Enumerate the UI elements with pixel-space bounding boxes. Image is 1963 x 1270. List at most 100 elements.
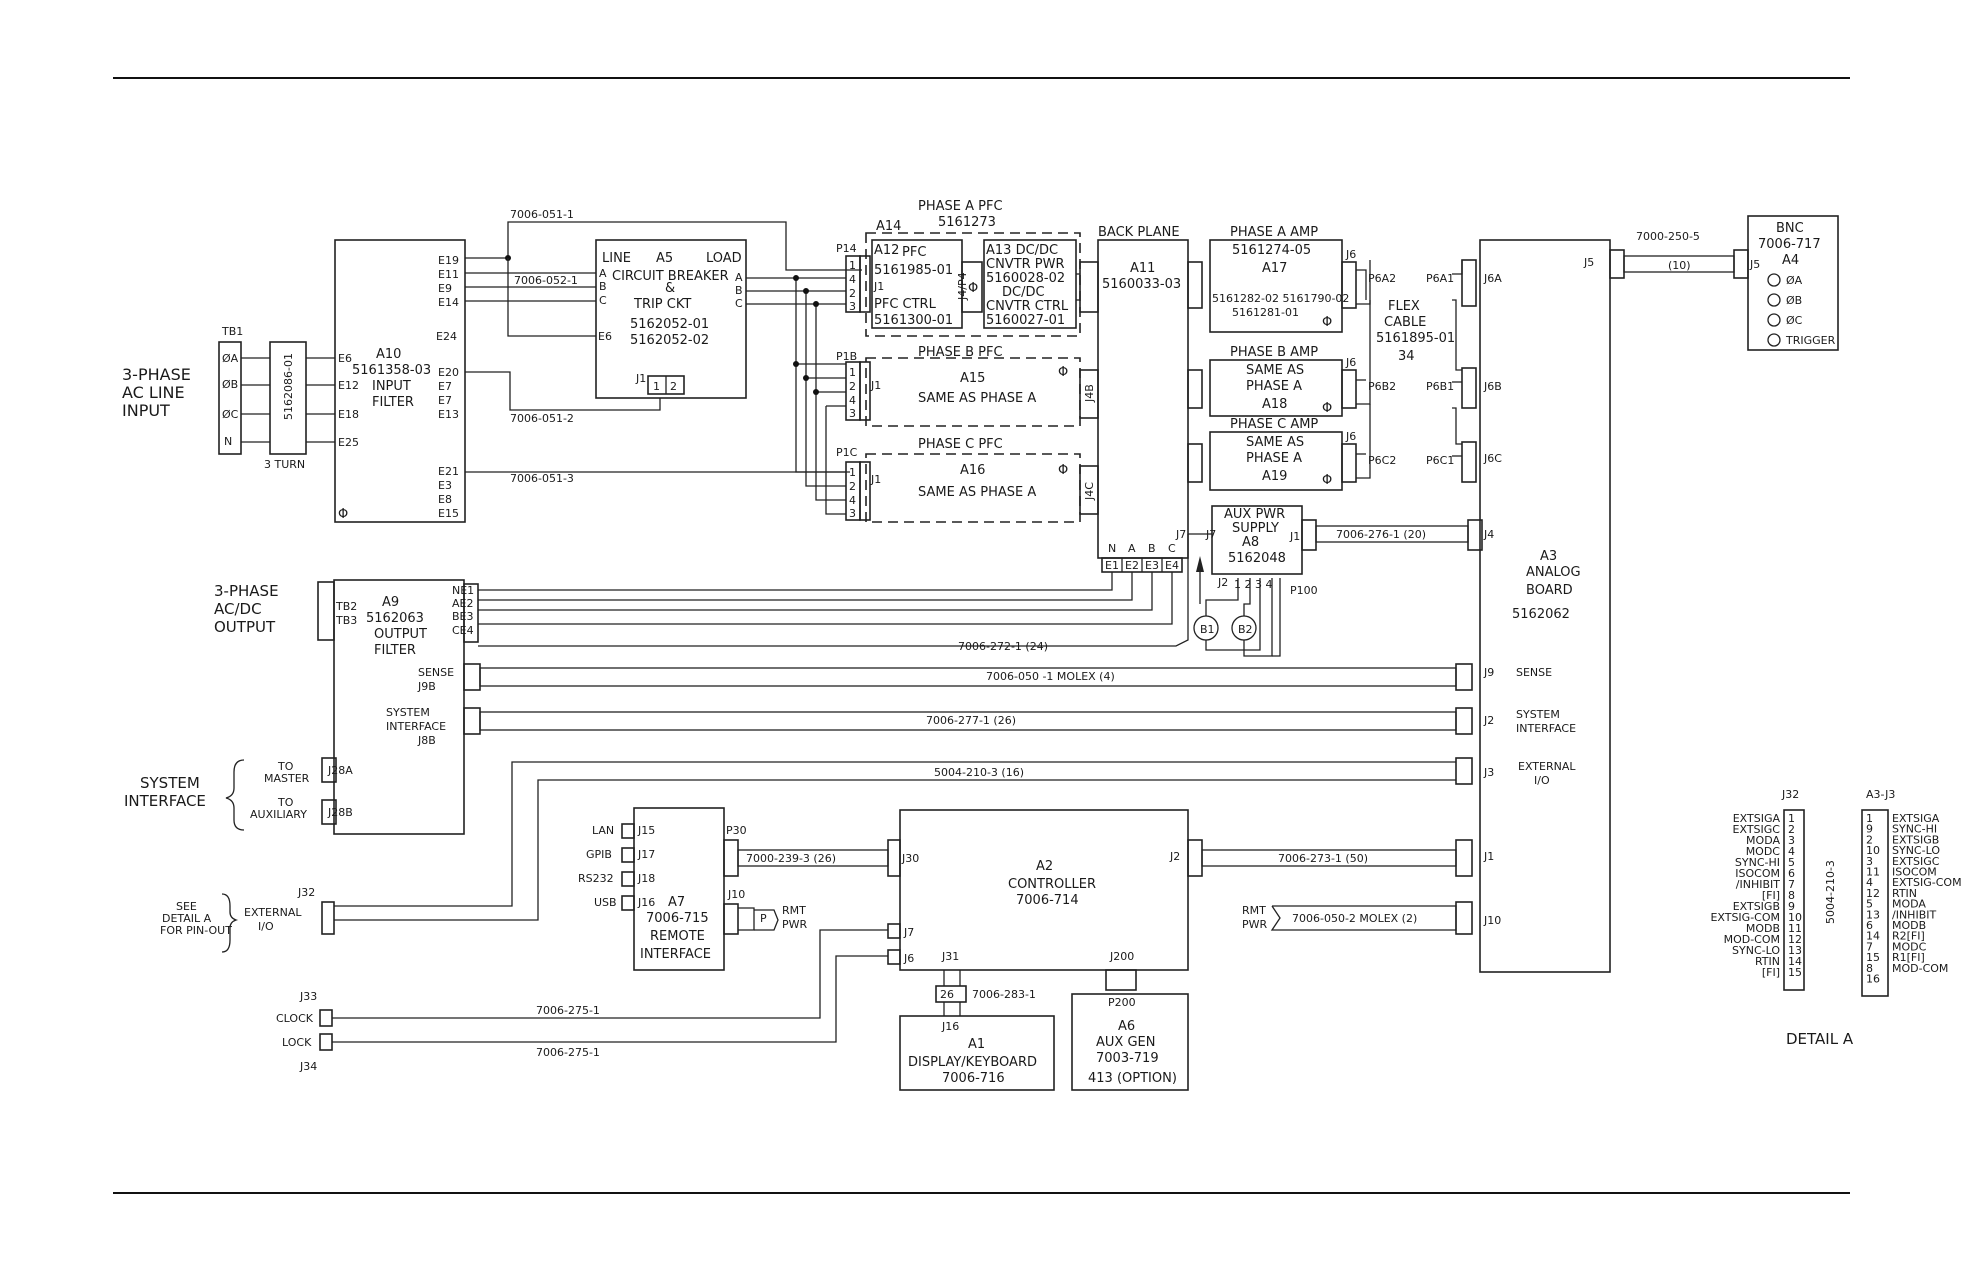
svg-text:E25: E25 <box>338 436 359 449</box>
svg-text:SAME AS: SAME AS <box>1246 435 1304 450</box>
svg-text:A12: A12 <box>874 243 899 258</box>
svg-text:3: 3 <box>849 300 856 313</box>
svg-text:GPIB: GPIB <box>586 848 612 861</box>
a3-j3-pin: 2 <box>1866 833 1873 846</box>
svg-text:J2: J2 <box>1483 714 1494 727</box>
svg-text:SYSTEM: SYSTEM <box>1516 708 1560 721</box>
a3-j3-signal: MODA <box>1892 898 1926 911</box>
svg-text:CE4: CE4 <box>452 624 474 637</box>
j32-pin: 10 <box>1788 911 1802 924</box>
j32-signal: EXTSIGC <box>1733 823 1781 836</box>
j32-pin: 9 <box>1788 900 1795 913</box>
svg-text:J1: J1 <box>635 372 646 385</box>
svg-text:OUTPUT: OUTPUT <box>214 618 276 636</box>
svg-text:5160033-03: 5160033-03 <box>1102 277 1181 292</box>
a3-j3-signal: EXTSIGA <box>1892 812 1940 825</box>
svg-text:C: C <box>599 294 607 307</box>
svg-text:E24: E24 <box>436 330 457 343</box>
j32-signal: MODA <box>1746 834 1780 847</box>
svg-text:E19: E19 <box>438 254 459 267</box>
j32-pin: 14 <box>1788 955 1802 968</box>
svg-text:4: 4 <box>849 394 856 407</box>
svg-text:J4: J4 <box>1483 528 1494 541</box>
svg-text:PFC CTRL: PFC CTRL <box>874 297 937 312</box>
svg-text:E12: E12 <box>338 379 359 392</box>
svg-text:E2: E2 <box>1125 559 1139 572</box>
svg-text:PHASE B AMP: PHASE B AMP <box>1230 345 1318 360</box>
svg-text:J6: J6 <box>1345 248 1356 261</box>
svg-text:J8B: J8B <box>417 734 436 747</box>
j32-pin: 13 <box>1788 944 1802 957</box>
svg-text:J3: J3 <box>1483 766 1494 779</box>
svg-text:A10: A10 <box>376 347 401 362</box>
svg-text:P6B1: P6B1 <box>1426 380 1454 393</box>
svg-text:J5: J5 <box>1583 256 1594 269</box>
svg-text:7006-050 -1 MOLEX (4): 7006-050 -1 MOLEX (4) <box>986 670 1115 683</box>
a3-j3-pin: 15 <box>1866 951 1880 964</box>
svg-text:26: 26 <box>940 988 954 1001</box>
j32-pin: 1 <box>1788 812 1795 825</box>
svg-text:7006-051-1: 7006-051-1 <box>510 208 574 221</box>
a15-phase-b-pfc: PHASE B PFC P1B 1 2 4 3 J1 A15 SAME AS P… <box>836 345 1099 427</box>
svg-text:5161300-01: 5161300-01 <box>874 313 953 328</box>
svg-text:5160027-01: 5160027-01 <box>986 313 1065 328</box>
a3-j3-signal: R2[FI] <box>1892 930 1925 943</box>
svg-text:7006-051-2: 7006-051-2 <box>510 412 574 425</box>
svg-text:A11: A11 <box>1130 261 1155 276</box>
svg-text:PHASE C PFC: PHASE C PFC <box>918 437 1003 452</box>
j32-pin: 8 <box>1788 889 1795 902</box>
a3-j3-pin: 1 <box>1866 812 1873 825</box>
svg-text:P100: P100 <box>1290 584 1318 597</box>
svg-text:TRIP CKT: TRIP CKT <box>633 297 691 312</box>
a3-j3-signal: ISOCOM <box>1892 866 1937 879</box>
svg-text:PWR: PWR <box>1242 918 1268 931</box>
svg-text:INTERFACE: INTERFACE <box>1516 722 1576 735</box>
svg-text:4: 4 <box>849 494 856 507</box>
cable-external-io: 5004-210-3 (16) <box>321 757 1473 935</box>
svg-text:EXTERNAL: EXTERNAL <box>244 906 302 919</box>
svg-text:N: N <box>1108 542 1116 555</box>
svg-text:TO: TO <box>277 796 294 809</box>
svg-text:3: 3 <box>849 407 856 420</box>
a3-j3-signal: MOD-COM <box>1892 962 1948 975</box>
svg-text:PWR: PWR <box>782 918 808 931</box>
svg-text:SAME AS: SAME AS <box>1246 363 1304 378</box>
svg-text:NE1: NE1 <box>452 584 474 597</box>
a3-j3-signal: EXTSIG-COM <box>1892 876 1962 889</box>
svg-text:ANALOG: ANALOG <box>1526 565 1581 580</box>
svg-text:E13: E13 <box>438 408 459 421</box>
a3-j3-pin: 11 <box>1866 866 1880 879</box>
svg-text:CIRCUIT BREAKER: CIRCUIT BREAKER <box>612 269 729 284</box>
svg-text:SUPPLY: SUPPLY <box>1232 521 1279 536</box>
svg-text:J31: J31 <box>941 950 959 963</box>
a3-j3-signal: SYNC-HI <box>1892 823 1937 836</box>
a3-j3-pin: 6 <box>1866 919 1873 932</box>
svg-text:ØA: ØA <box>222 352 239 365</box>
svg-text:7003-719: 7003-719 <box>1096 1051 1159 1066</box>
j32-pin: 12 <box>1788 933 1802 946</box>
svg-text:INPUT: INPUT <box>372 379 411 394</box>
svg-text:(10): (10) <box>1668 259 1691 272</box>
a11-back-plane: BACK PLANE A11 5160033-03 J7 N A B C E1 … <box>1097 225 1189 573</box>
svg-text:E21: E21 <box>438 465 459 478</box>
svg-text:E14: E14 <box>438 296 459 309</box>
svg-text:A3: A3 <box>1540 549 1557 564</box>
flex-cable: FLEX CABLE 5161895-01 34 P6A2 P6A1 P6B2 … <box>1356 259 1477 483</box>
a3-j3-pin: 8 <box>1866 962 1873 975</box>
svg-text:LOCK: LOCK <box>282 1036 312 1049</box>
svg-text:AC LINE: AC LINE <box>122 383 185 402</box>
svg-text:5161281-01: 5161281-01 <box>1232 306 1299 319</box>
j32-signal: [FI] <box>1762 889 1780 902</box>
svg-text:7006-275-1: 7006-275-1 <box>536 1004 600 1017</box>
svg-text:E15: E15 <box>438 507 459 520</box>
svg-text:AUXILIARY: AUXILIARY <box>250 808 307 821</box>
j32-signal: SYNC-LO <box>1732 944 1780 957</box>
svg-text:TB2: TB2 <box>335 600 357 613</box>
svg-text:LAN: LAN <box>592 824 614 837</box>
j32-pin: 4 <box>1788 845 1795 858</box>
svg-text:J32: J32 <box>1781 788 1799 801</box>
cable-sense-molex: 7006-050 -1 MOLEX (4) <box>463 663 1473 691</box>
cable-system-interface: 7006-277-1 (26) <box>463 707 1473 735</box>
svg-text:TB3: TB3 <box>335 614 357 627</box>
svg-text:C: C <box>1168 542 1176 555</box>
